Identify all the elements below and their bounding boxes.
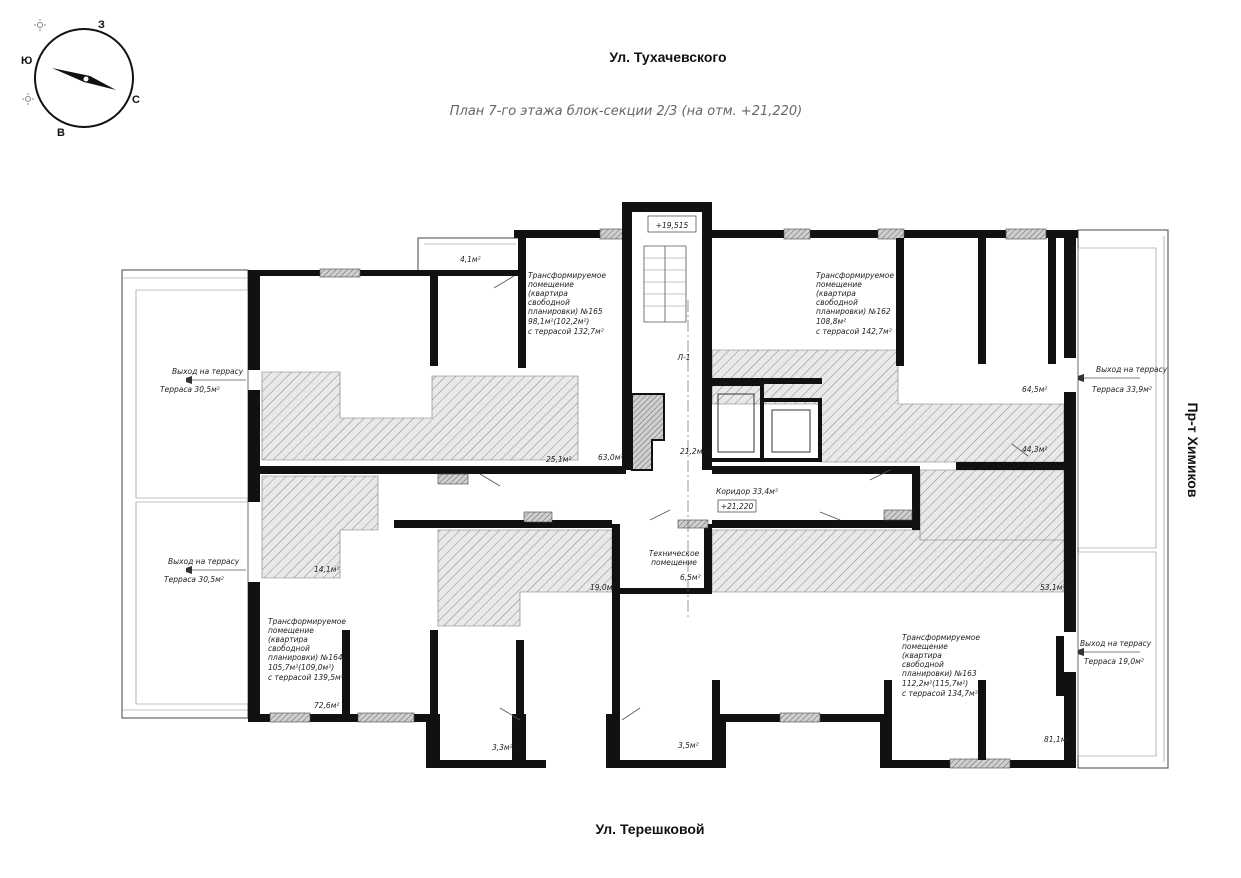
svg-text:планировки) №165: планировки) №165 [528,307,603,316]
terrace-right-top-label: Выход на террасу Терраса 33,9м² [1078,365,1168,394]
area-label: 6,5м² [680,573,701,582]
compass-label-n: З [98,19,105,31]
svg-text:(квартира: (квартира [268,635,308,644]
area-label: 63,0м² [598,453,623,462]
elevator-shafts [708,378,822,462]
svg-text:(квартира: (квартира [528,289,568,298]
hatched-zones [261,349,1065,627]
svg-text:112,2м²(115,7м²): 112,2м²(115,7м²) [902,679,968,688]
compass-label-e: С [132,94,140,106]
svg-text:Трансформируемое: Трансформируемое [268,617,346,626]
svg-text:Техническое: Техническое [649,549,700,558]
svg-text:помещение: помещение [528,280,574,289]
svg-text:свободной: свободной [268,644,310,653]
area-label: 72,6м² [314,701,339,710]
tech-room-label: Техническое помещение [649,549,700,567]
terrace-left-top-label: Выход на террасу Терраса 30,5м² [160,367,246,394]
stair-elevation-label: +19,515 [656,221,689,230]
svg-text:помещение: помещение [902,642,948,651]
svg-text:Терраса 30,5м²: Терраса 30,5м² [164,575,224,584]
room-165-label: Трансформируемое помещение (квартира сво… [528,271,606,336]
terrace-left-bottom-label: Выход на террасу Терраса 30,5м² [164,557,246,584]
svg-text:Выход на террасу: Выход на террасу [1096,365,1168,374]
compass-label-s: В [57,127,65,139]
svg-text:планировки) №163: планировки) №163 [902,669,977,678]
interior-walls [260,238,1064,760]
area-label: 4,1м² [460,255,481,264]
svg-text:с террасой 139,5м²: с террасой 139,5м² [268,673,344,682]
area-label: 19,0м² [590,583,615,592]
sun-icon [22,93,34,105]
svg-text:Терраса 30,5м²: Терраса 30,5м² [160,385,220,394]
svg-text:98,1м²(102,2м²): 98,1м²(102,2м²) [528,317,589,326]
plan-title: План 7-го этажа блок-секции 2/3 (на отм.… [450,104,803,119]
area-label: 3,3м² [492,743,513,752]
svg-text:помещение: помещение [268,626,314,635]
svg-text:Терраса 33,9м²: Терраса 33,9м² [1092,385,1152,394]
svg-text:свободной: свободной [528,298,570,307]
terrace-left [121,269,249,719]
area-label: 25,1м² [546,455,571,464]
area-label: 64,5м² [1022,385,1047,394]
svg-text:(квартира: (квартира [816,289,856,298]
svg-text:помещение: помещение [651,558,697,567]
svg-text:Выход на террасу: Выход на террасу [172,367,244,376]
street-label-top: Ул. Тухачевского [609,49,726,65]
area-label: 3,5м² [678,741,699,750]
svg-text:Выход на террасу: Выход на террасу [1080,639,1152,648]
area-label: 21,2м² [680,447,705,456]
svg-text:(квартира: (квартира [902,651,942,660]
svg-text:105,7м²(109,0м²): 105,7м²(109,0м²) [268,663,334,672]
street-label-bottom: Ул. Терешковой [595,821,704,837]
area-label: 44,3м² [1022,445,1047,454]
corridor-elevation-box [717,499,757,513]
corridor-label: Коридор 33,4м² [716,487,778,496]
area-label: 14,1м² [314,565,339,574]
svg-text:свободной: свободной [816,298,858,307]
svg-text:Выход на террасу: Выход на террасу [168,557,240,566]
room-164-label: Трансформируемое помещение (квартира сво… [268,617,346,682]
svg-text:с террасой 132,7м²: с террасой 132,7м² [528,327,604,336]
svg-text:с террасой 134,7м²: с террасой 134,7м² [902,689,978,698]
compass-label-w: Ю [21,55,32,67]
svg-text:планировки) №164: планировки) №164 [268,653,343,662]
svg-text:Терраса 19,0м²: Терраса 19,0м² [1084,657,1144,666]
stair-core: +19,515 Л-1 [622,202,712,471]
svg-text:планировки) №162: планировки) №162 [816,307,891,316]
stair-mark-label: Л-1 [676,353,690,362]
compass: З Ю С В [21,19,140,139]
terrace-right [1077,229,1169,769]
exterior-walls [248,228,1078,769]
svg-text:108,8м²: 108,8м² [816,317,846,326]
svg-text:Трансформируемое: Трансформируемое [528,271,606,280]
svg-text:свободной: свободной [902,660,944,669]
area-label: 81,1м² [1044,735,1069,744]
svg-text:Трансформируемое: Трансформируемое [816,271,894,280]
terrace-right-bottom-label: Выход на террасу Терраса 19,0м² [1078,639,1152,666]
area-label: 53,1м² [1040,583,1065,592]
svg-text:с террасой 142,7м²: с террасой 142,7м² [816,327,892,336]
room-163-label: Трансформируемое помещение (квартира сво… [902,633,980,698]
svg-text:Трансформируемое: Трансформируемое [902,633,980,642]
door-swings [479,275,1029,721]
street-label-right: Пр-т Химиков [1185,403,1201,498]
corridor-elevation-label: +21,220 [721,502,754,511]
sun-icon [34,19,46,31]
svg-text:помещение: помещение [816,280,862,289]
room-162-label: Трансформируемое помещение (квартира сво… [816,271,894,336]
